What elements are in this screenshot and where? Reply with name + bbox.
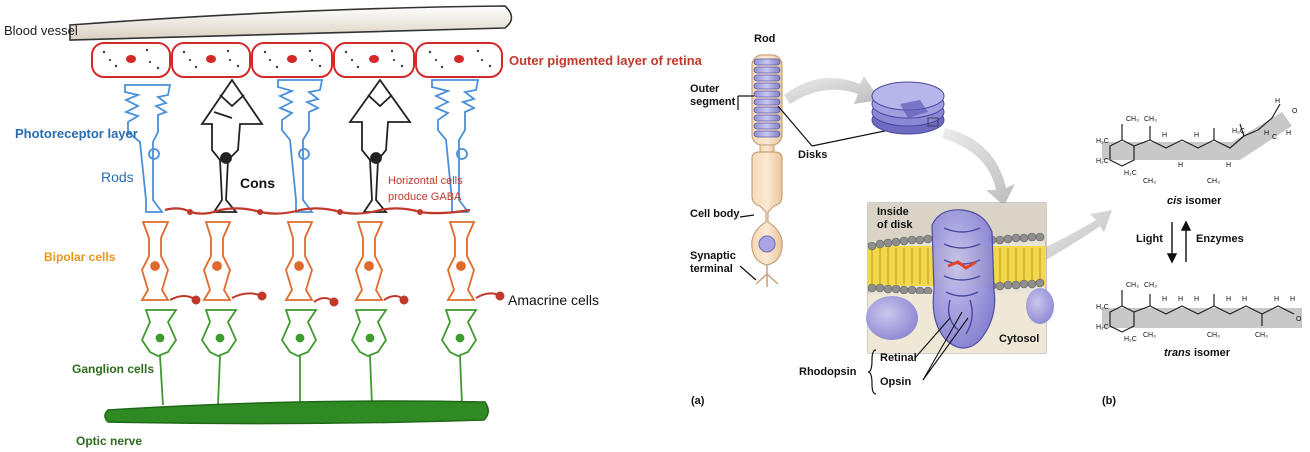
atom-cis-ch3-c: CH₃ <box>1143 178 1156 185</box>
atom-trans-h-5: H <box>1242 296 1247 303</box>
atom-trans-h2c-a: H₂C <box>1096 304 1109 311</box>
horizontal-cells <box>165 208 470 213</box>
label-cell-body: Cell body <box>690 209 740 220</box>
atom-cis-h-3: H <box>1194 132 1199 139</box>
label-amacrine-cells: Amacrine cells <box>508 293 599 307</box>
label-enzymes: Enzymes <box>1196 234 1244 245</box>
label-synaptic-1: Synaptic <box>690 251 736 262</box>
atom-trans-h2c-c: H₂C <box>1124 336 1137 343</box>
atom-cis-h2c-b: H₂C <box>1096 158 1109 165</box>
atom-cis-h3c: H₃C <box>1232 128 1245 135</box>
atom-cis-h-5: H <box>1264 130 1269 137</box>
atom-cis-h-6: H <box>1286 130 1291 137</box>
reaction-arrows <box>1168 222 1190 262</box>
label-blood-vessel: Blood vessel <box>4 24 78 37</box>
blood-vessel-shape <box>70 6 512 40</box>
label-rhodopsin: Rhodopsin <box>799 367 856 378</box>
label-isomer-word-2: isomer <box>1191 347 1230 359</box>
label-opsin: Opsin <box>880 377 911 388</box>
label-synaptic-2: terminal <box>690 264 733 275</box>
label-panel-b: (b) <box>1102 396 1116 407</box>
label-photoreceptor-layer: Photoreceptor layer <box>15 127 138 140</box>
atom-cis-h-1: H <box>1162 132 1167 139</box>
label-trans-isomer: trans isomer <box>1164 348 1230 359</box>
label-bipolar-cells: Bipolar cells <box>44 251 115 263</box>
atom-trans-o: O <box>1296 316 1301 323</box>
label-light: Light <box>1136 234 1163 245</box>
label-cytosol: Cytosol <box>999 334 1039 345</box>
arrow-rod-to-disk <box>784 76 880 104</box>
label-trans-word: trans <box>1164 347 1191 359</box>
atom-trans-h-6: H <box>1274 296 1279 303</box>
atom-trans-ch3-a: CH₃ <box>1126 282 1139 289</box>
atom-trans-h-4: H <box>1226 296 1231 303</box>
label-outer-segment-2: segment <box>690 97 735 108</box>
label-cis-isomer: cis isomer <box>1167 196 1221 207</box>
label-inside-disk-1: Inside <box>877 207 909 218</box>
atom-trans-h-1: H <box>1162 296 1167 303</box>
atom-trans-h-3: H <box>1194 296 1199 303</box>
label-disks: Disks <box>798 150 827 161</box>
retina-diagram <box>70 6 512 424</box>
label-outer-pigmented: Outer pigmented layer of retina <box>509 54 702 67</box>
atom-cis-h-4: H <box>1226 162 1231 169</box>
atom-trans-h-2: H <box>1178 296 1183 303</box>
atom-trans-h-7: H <box>1290 296 1295 303</box>
label-optic-nerve: Optic nerve <box>76 435 142 447</box>
atom-trans-ch3-e: CH₃ <box>1255 332 1268 339</box>
atom-cis-h-7: H <box>1275 98 1280 105</box>
atom-trans-ch3-b: CH₃ <box>1144 282 1157 289</box>
atom-cis-o: O <box>1292 108 1297 115</box>
atom-cis-h-2: H <box>1178 162 1183 169</box>
label-horizontal-cells-1: Horizontal cells <box>388 176 463 187</box>
ganglion-cells <box>142 310 476 405</box>
atom-cis-h2c-c: H₂C <box>1124 170 1137 177</box>
label-ganglion-cells: Ganglion cells <box>72 363 154 375</box>
atom-trans-ch3-c: CH₃ <box>1143 332 1156 339</box>
label-cis-word: cis <box>1167 195 1182 207</box>
atom-cis-c: C <box>1272 134 1277 141</box>
atom-trans-h2c-b: H₂C <box>1096 324 1109 331</box>
pigmented-layer <box>92 43 502 77</box>
atom-cis-ch3-a: CH₃ <box>1126 116 1139 123</box>
label-horizontal-cells-2: produce GABA <box>388 192 461 203</box>
label-isomer-word-1: isomer <box>1182 195 1221 207</box>
label-inside-disk-2: of disk <box>877 220 912 231</box>
disk-stack <box>872 82 944 134</box>
bipolar-cells <box>142 222 474 300</box>
atom-cis-ch3-b: CH₃ <box>1144 116 1157 123</box>
label-cons: Cons <box>240 176 275 190</box>
cone-cells <box>202 80 410 212</box>
arrow-membrane-to-retinal <box>1040 210 1112 260</box>
rod-cell-figure <box>738 55 1112 394</box>
label-panel-a: (a) <box>691 396 704 407</box>
arrow-disk-to-membrane <box>942 128 1015 206</box>
amacrine-cells <box>170 293 504 306</box>
label-outer-segment-1: Outer <box>690 84 719 95</box>
atom-cis-h2c-a: H₂C <box>1096 138 1109 145</box>
label-rod: Rod <box>754 34 775 45</box>
label-retinal: Retinal <box>880 353 917 364</box>
membrane-inset <box>866 203 1054 394</box>
label-rods: Rods <box>101 170 134 184</box>
atom-trans-ch3-d: CH₃ <box>1207 332 1220 339</box>
atom-cis-ch3-d: CH₃ <box>1207 178 1220 185</box>
